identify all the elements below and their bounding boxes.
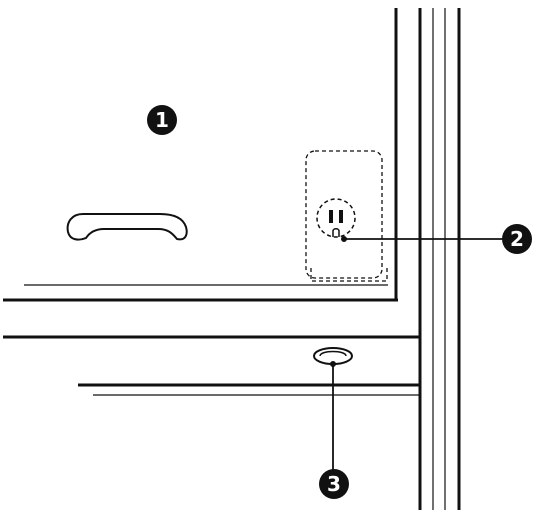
callout-2-label: 2 (510, 227, 524, 251)
callout-1-label: 1 (155, 108, 169, 132)
wall-lines (394, 8, 461, 510)
leader-lines (330, 236, 505, 470)
door-handle-icon (66, 213, 188, 241)
callout-3: 3 (319, 469, 349, 499)
callout-1: 1 (147, 105, 177, 135)
power-outlet-icon (305, 150, 388, 282)
cabinet-lines (3, 284, 420, 396)
callout-2: 2 (502, 224, 532, 254)
callout-3-label: 3 (327, 472, 341, 496)
